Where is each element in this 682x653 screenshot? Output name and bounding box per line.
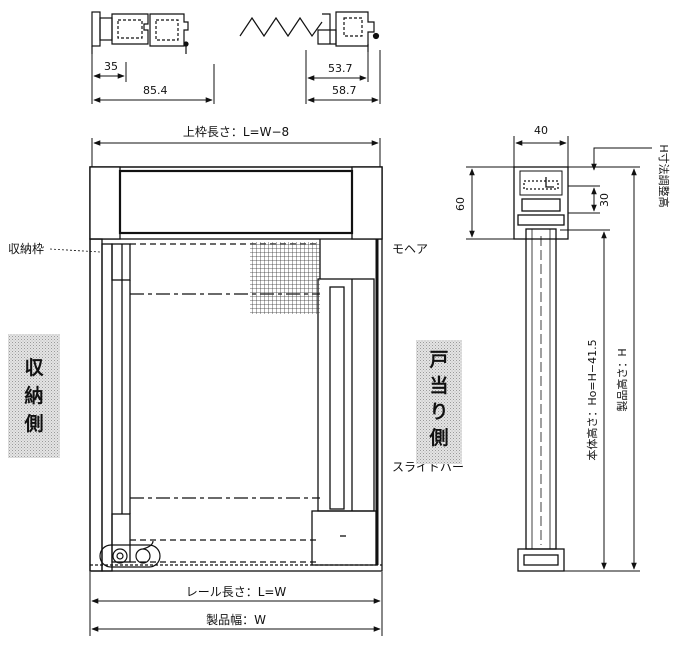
top-profile-left-dims: [91, 50, 215, 104]
product-height-label: 製品高さ：H: [615, 348, 629, 411]
h-adjust-leader: [591, 147, 652, 171]
dim-58-7-label: 58.7: [332, 84, 357, 97]
dim-35-label: 35: [104, 60, 118, 73]
storage-side-box: [8, 334, 60, 458]
door-stop-side-box: [416, 340, 462, 464]
storage-side-char-3: 側: [23, 413, 43, 435]
bottom-dimensions: [89, 572, 383, 636]
h-adjust-label: H寸法調整高: [657, 144, 671, 207]
storage-side-char-1: 収: [24, 357, 44, 379]
mesh-screen-swatch: [250, 242, 320, 314]
dim-30-label: 30: [598, 193, 611, 207]
top-profile-left: [91, 11, 189, 54]
storage-frame-label: 収納枠: [8, 242, 44, 256]
storage-frame-leader: [49, 248, 101, 253]
top-frame-length-label: 上枠長さ：L=W−8: [183, 125, 289, 139]
storage-side-char-2: 納: [24, 384, 43, 407]
height-dimensions: [560, 166, 640, 572]
dim-30-lines: [568, 185, 600, 214]
top-profile-right: [239, 11, 380, 52]
side-view-profile: [513, 166, 569, 572]
product-width-label: 製品幅：W: [206, 612, 266, 627]
top-frame-dimension: [91, 138, 381, 168]
side-view-dims-top: [466, 136, 569, 240]
dim-40-label: 40: [534, 124, 548, 137]
dim-60-label: 60: [454, 197, 467, 211]
rail-length-label: レール長さ：L=W: [186, 585, 287, 599]
door-stop-char-1: 戸: [429, 349, 448, 371]
door-stop-char-3: り: [429, 401, 448, 423]
dim-53-7-label: 53.7: [328, 62, 353, 75]
body-height-label: 本体高さ：Ho=H−41.5: [585, 339, 599, 460]
front-frame: [89, 166, 383, 572]
rail-wheels: [99, 540, 161, 568]
door-stop-char-4: 側: [428, 427, 448, 449]
door-stop-char-2: 当: [429, 374, 448, 397]
mohair-label: モヘア: [392, 242, 428, 256]
top-profile-right-dims: [305, 50, 381, 104]
dim-85-4-label: 85.4: [143, 84, 168, 97]
